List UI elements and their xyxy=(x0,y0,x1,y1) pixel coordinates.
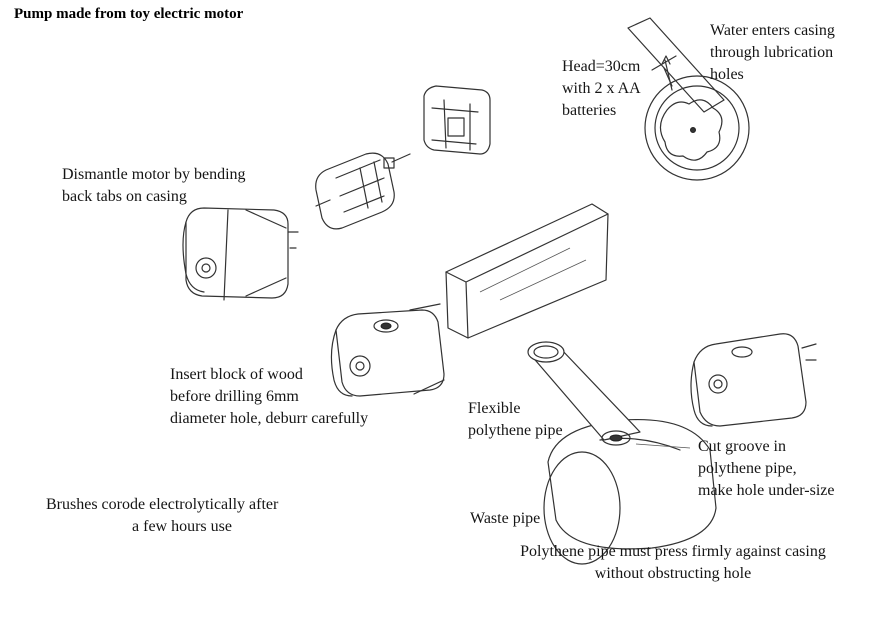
diagram-title: Pump made from toy electric motor xyxy=(14,6,244,22)
cut-groove-label: Cut groove in polythene pipe, make hole … xyxy=(698,436,835,502)
head-line-1: Head=30cm xyxy=(562,58,641,75)
pump-cylinder xyxy=(527,341,717,565)
insert-block-label: Insert block of wood before drilling 6mm… xyxy=(170,364,368,430)
motor-end-cap xyxy=(423,85,491,155)
dismantle-line-1: Dismantle motor by bending xyxy=(62,166,246,183)
water-enters-label: Water enters casing through lubrication … xyxy=(710,20,835,86)
water-enters-line-1: Water enters casing xyxy=(710,22,835,39)
head-line-2: with 2 x AA xyxy=(562,80,641,97)
flexible-pipe-line-2: polythene pipe xyxy=(468,422,563,439)
press-firmly-line-2: without obstructing hole xyxy=(594,565,752,582)
flexible-pipe-label: Flexible polythene pipe xyxy=(468,398,563,442)
cut-groove-line-2: polythene pipe, xyxy=(698,460,797,477)
dismantle-label: Dismantle motor by bending back tabs on … xyxy=(62,164,246,208)
insert-block-line-3: diameter hole, deburr carefully xyxy=(170,410,369,427)
press-firmly-line-1: Polythene pipe must press firmly against… xyxy=(520,543,826,560)
brushes-label: Brushes corode electrolytically after a … xyxy=(46,494,318,538)
insert-block-line-1: Insert block of wood xyxy=(170,366,303,383)
motor-drilled xyxy=(330,303,445,397)
brushes-line-2: a few hours use xyxy=(132,518,232,535)
pump-end-view xyxy=(627,17,750,181)
water-enters-line-2: through lubrication xyxy=(710,44,834,61)
cut-groove-line-3: make hole under-size xyxy=(698,482,835,499)
press-firmly-label: Polythene pipe must press firmly against… xyxy=(500,541,846,585)
waste-pipe-line-1: Waste pipe xyxy=(470,510,541,527)
insert-block-line-2: before drilling 6mm xyxy=(170,388,299,405)
head-line-3: batteries xyxy=(562,102,617,119)
head-label: Head=30cm with 2 x AA batteries xyxy=(562,56,641,122)
dismantle-line-2: back tabs on casing xyxy=(62,188,187,205)
motor-assembled xyxy=(182,207,299,301)
waste-pipe-label: Waste pipe xyxy=(470,508,540,530)
brushes-line-1: Brushes corode electrolytically after xyxy=(46,496,279,513)
motor-right xyxy=(690,333,817,427)
motor-rotor xyxy=(315,152,411,230)
flexible-pipe-line-1: Flexible xyxy=(468,400,521,417)
water-enters-line-3: holes xyxy=(710,66,744,83)
cut-groove-line-1: Cut groove in xyxy=(698,438,786,455)
wooden-block xyxy=(445,203,609,339)
